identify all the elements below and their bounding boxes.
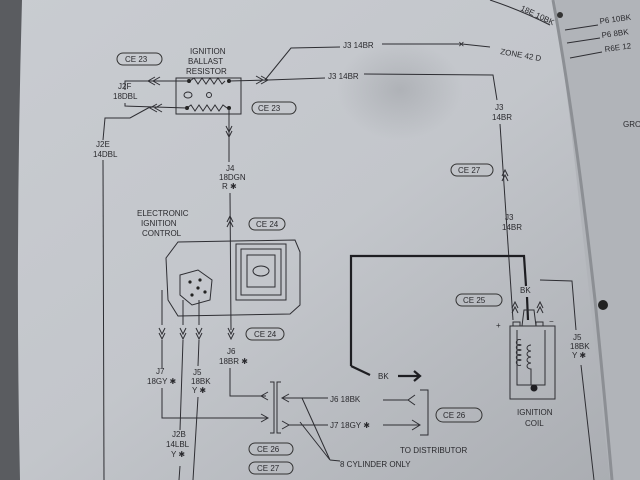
wire-label-j2b: J2B [172,430,186,439]
splice-x: ✕ [458,40,465,49]
wire-label-j2e: 14DBL [93,150,118,159]
wire-label-j5-right: 18BK [570,342,590,351]
ref-ce23: CE 23 [258,104,281,113]
wire-label-j5: 18BK [191,377,211,386]
right-page-label: P6 8BK [601,27,630,40]
ref-ce27: CE 27 [257,464,280,473]
ecu-title: ELECTRONIC [137,209,189,218]
to-distributor-note: TO DISTRIBUTOR [400,446,467,455]
ref-ce23: CE 23 [125,55,148,64]
ecu-title: CONTROL [142,229,182,238]
right-page [555,0,640,480]
wire-label-j6-18bk: J6 18BK [330,395,361,404]
ballast-title: IGNITION [190,47,226,56]
electronic-ignition-control [165,239,301,317]
page-gutter [551,0,614,480]
wire-label-j3-mid: J3 14BR [328,72,359,81]
wire-label-j4: J4 [226,164,235,173]
ballast-title: RESISTOR [186,67,227,76]
wire-label-j2b: 14LBL [166,440,190,449]
ref-ce24: CE 24 [254,330,277,339]
coil-title: COIL [525,419,544,428]
wire-label-j3: J3 [495,103,504,112]
ecu-title: IGNITION [141,219,177,228]
coil-plus-terminal: + [496,321,501,330]
wire-label-j2e: J2E [96,140,110,149]
wire-label-j5-right: Y ✱ [572,351,586,360]
wire-label-j2f: J2F [118,82,131,91]
wire-label-j5: J5 [193,368,202,377]
wire-label-j3-top: J3 14BR [343,41,374,50]
ref-ce26: CE 26 [443,411,466,420]
wire-label-j3: J3 [505,213,514,222]
wire-label-j7-18gy: J7 18GY ✱ [330,421,370,430]
wire-label-j7: J7 [156,367,165,376]
wire-label-j7: 18GY ✱ [147,377,177,386]
wire-label-bk: BK [378,372,389,381]
coil-title: IGNITION [517,408,553,417]
wire-label-j5: Y ✱ [192,386,206,395]
ref-ce24: CE 24 [256,220,279,229]
wire-label-bk-coil: BK [520,286,531,295]
right-page-label: P6 10BK [599,13,632,26]
ballast-title: BALLAST [188,57,223,66]
wire-label-j3: 14BR [502,223,522,232]
wire-label-j5-right: J5 [573,333,582,342]
wire-label-j2b: Y ✱ [171,450,185,459]
binder-hole [598,300,608,310]
wire-label-j2f: 18DBL [113,92,138,101]
binder-hole [557,12,563,18]
ignition-coil [509,325,556,400]
wire-label-j3: 14BR [492,113,512,122]
left-edge-shadow [0,0,22,480]
ref-ce26: CE 26 [257,445,280,454]
wire-label-j6: J6 [227,347,236,356]
wire-label-j6: 18BR ✱ [219,357,248,366]
wire-label-j4: R ✱ [222,182,237,191]
right-page-label: R6E 12 [604,41,632,54]
ref-ce25: CE 25 [463,296,486,305]
shadow [250,40,500,240]
ref-ce27: CE 27 [458,166,481,175]
ballast-resistor [175,77,242,115]
coil-minus-terminal: − [549,317,554,326]
eight-cylinder-note: 8 CYLINDER ONLY [340,460,411,469]
wire-label-j4: 18DGN [219,173,246,182]
right-page-label: GRO [623,120,640,129]
